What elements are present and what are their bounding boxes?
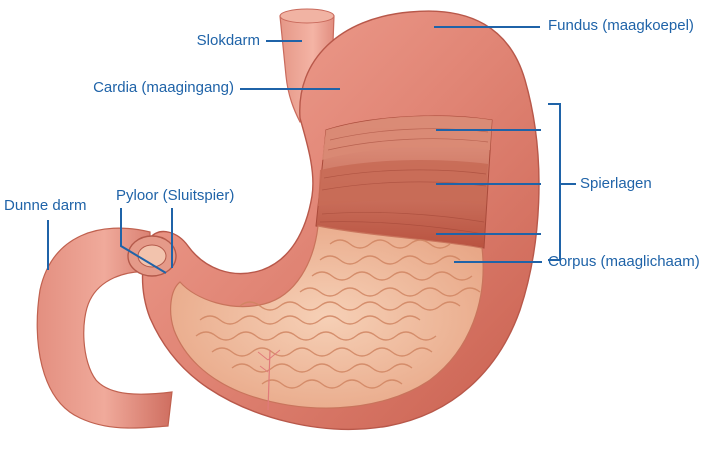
label-pyloor: Pyloor (Sluitspier) xyxy=(116,187,234,205)
label-cardia: Cardia (maagingang) xyxy=(93,79,234,97)
spierlagen-bracket xyxy=(548,104,560,260)
label-corpus: Corpus (maaglichaam) xyxy=(548,253,700,271)
label-dunne-darm: Dunne darm xyxy=(4,197,87,215)
muscle-layers-shape xyxy=(316,116,492,248)
label-fundus: Fundus (maagkoepel) xyxy=(548,17,694,35)
label-spierlagen: Spierlagen xyxy=(580,175,652,193)
pylorus-shape xyxy=(128,236,176,276)
label-slokdarm: Slokdarm xyxy=(197,32,260,50)
